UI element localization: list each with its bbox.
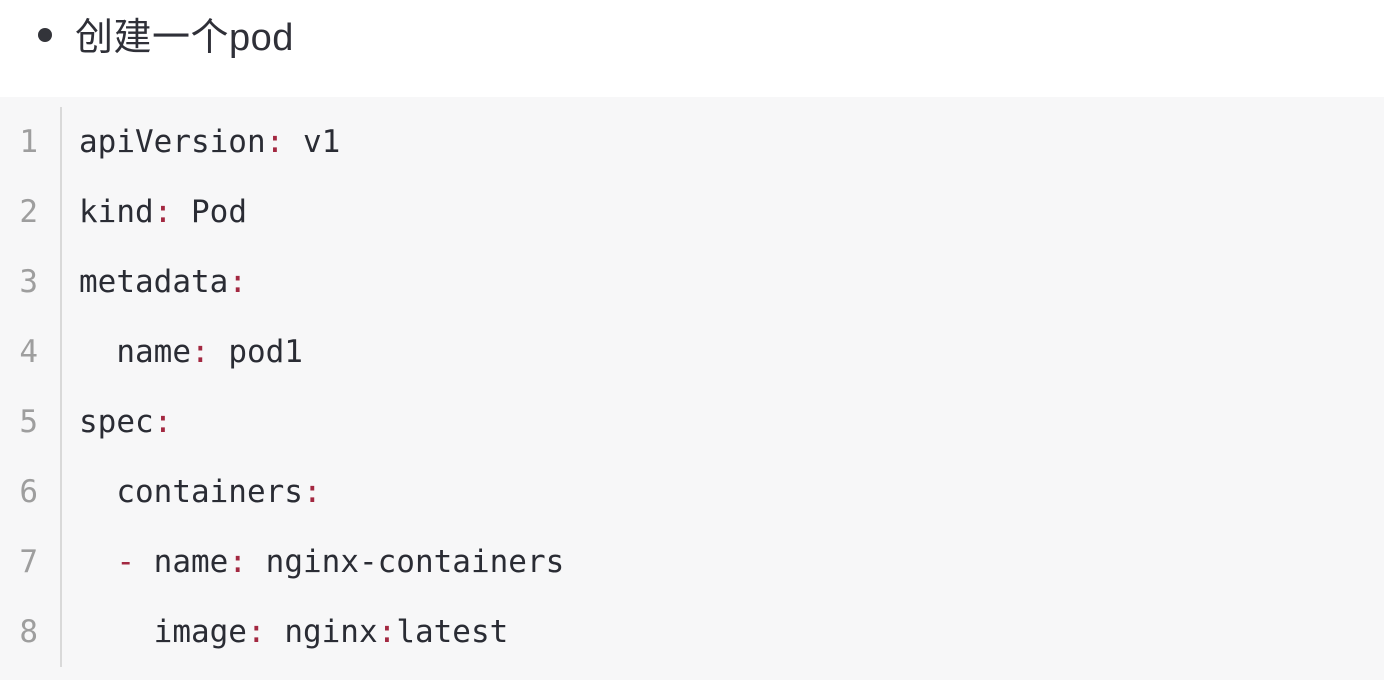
yaml-punctuation-token: : (265, 124, 285, 160)
yaml-punctuation-token: : (153, 404, 173, 440)
yaml-text-token: image (79, 614, 247, 650)
line-number: 5 (0, 387, 62, 457)
code-line: 4 name: pod1 (0, 317, 1384, 387)
yaml-text-token: nginx (265, 614, 378, 650)
yaml-punctuation-token: : (190, 334, 210, 370)
yaml-punctuation-token: : (302, 474, 322, 510)
code-line: 7 - name: nginx-containers (0, 527, 1384, 597)
line-number: 8 (0, 597, 62, 667)
yaml-text-token: kind (79, 194, 154, 230)
list-item-create-pod: 创建一个pod (0, 0, 1384, 97)
line-number: 2 (0, 177, 62, 247)
line-number: 1 (0, 107, 62, 177)
yaml-text-token: name (79, 334, 191, 370)
code-line: 6 containers: (0, 457, 1384, 527)
yaml-text-token: spec (79, 404, 154, 440)
yaml-text-token: pod1 (209, 334, 303, 370)
code-line-text: containers: (62, 457, 322, 527)
code-line: 8 image: nginx:latest (0, 597, 1384, 667)
bullet-icon (38, 27, 52, 42)
line-number: 4 (0, 317, 62, 387)
yaml-punctuation-token: - (116, 544, 135, 580)
line-number: 7 (0, 527, 62, 597)
code-line-text: image: nginx:latest (62, 597, 509, 667)
yaml-text-token: name (135, 544, 229, 580)
line-number: 3 (0, 247, 62, 317)
yaml-punctuation-token: : (228, 544, 247, 580)
yaml-text-token: latest (396, 614, 509, 650)
code-line-text: metadata: (62, 247, 247, 317)
yaml-text-token: Pod (172, 194, 247, 230)
page-title: 创建一个pod (75, 17, 294, 59)
yaml-punctuation-token: : (246, 614, 266, 650)
yaml-text-token: v1 (284, 124, 341, 160)
code-line-text: kind: Pod (62, 177, 247, 247)
yaml-text-token (79, 544, 116, 580)
code-line-text: name: pod1 (62, 317, 303, 387)
yaml-punctuation-token: : (228, 264, 247, 300)
code-line-text: - name: nginx-containers (62, 527, 564, 597)
yaml-text-token: metadata (79, 264, 229, 300)
code-line-text: apiVersion: v1 (62, 107, 340, 177)
line-number: 6 (0, 457, 62, 527)
yaml-text-token: nginx-containers (247, 544, 565, 580)
yaml-punctuation-token: : (377, 614, 397, 650)
yaml-text-token: apiVersion (79, 124, 266, 160)
code-line-text: spec: (62, 387, 172, 457)
yaml-text-token: containers (79, 474, 303, 510)
yaml-punctuation-token: : (153, 194, 173, 230)
